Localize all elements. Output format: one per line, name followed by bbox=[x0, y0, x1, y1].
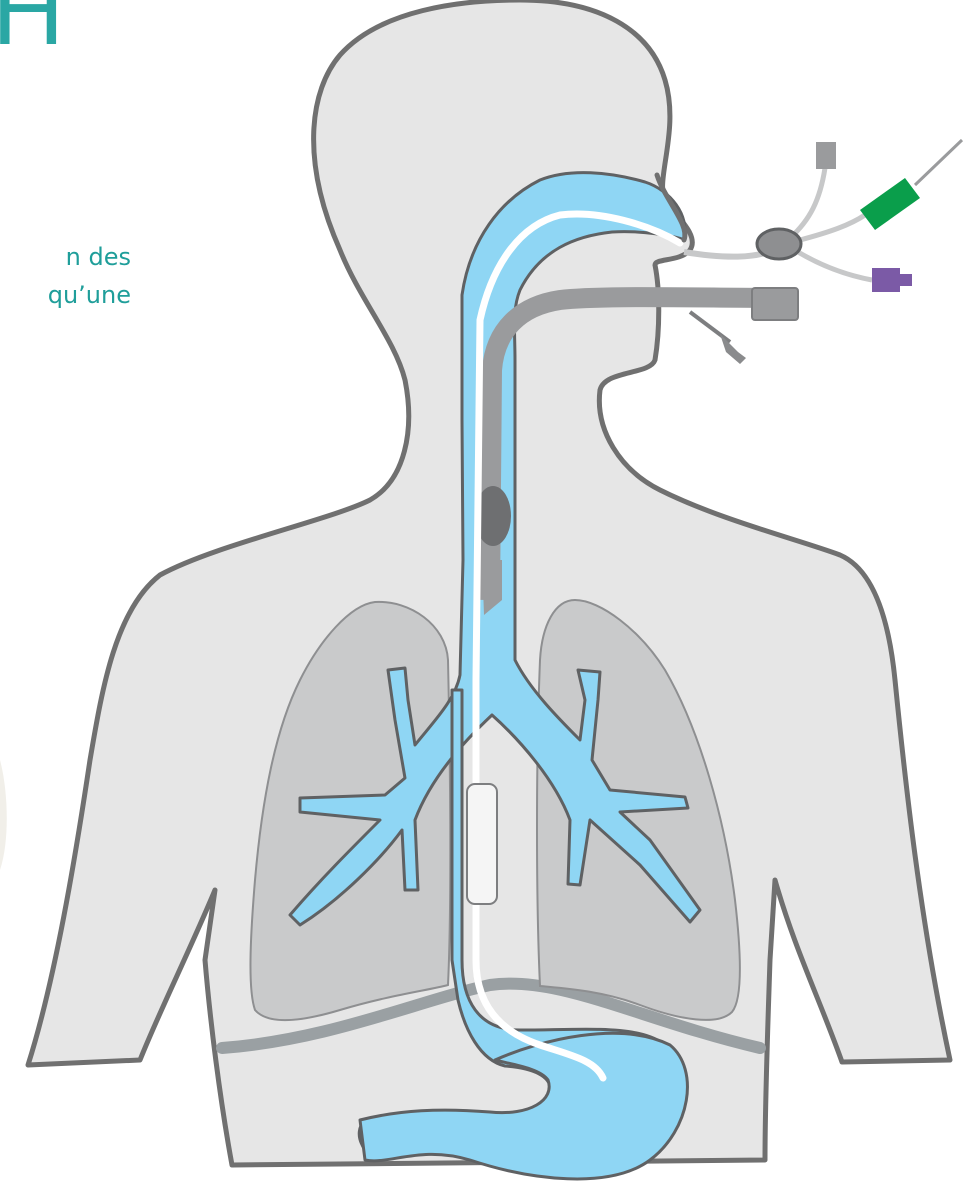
probe-balloon bbox=[467, 784, 497, 904]
guide-wire bbox=[915, 140, 962, 185]
purple-cap bbox=[900, 274, 912, 286]
purple-connector bbox=[872, 268, 900, 292]
gray-cap bbox=[816, 142, 836, 169]
external-branch-purple bbox=[798, 252, 872, 280]
pilot-balloon bbox=[720, 334, 746, 364]
y-junction bbox=[757, 229, 801, 259]
green-connector bbox=[860, 178, 920, 230]
external-branch-gray bbox=[790, 168, 825, 238]
pilot-line bbox=[690, 312, 730, 342]
tube-connector bbox=[752, 288, 798, 320]
